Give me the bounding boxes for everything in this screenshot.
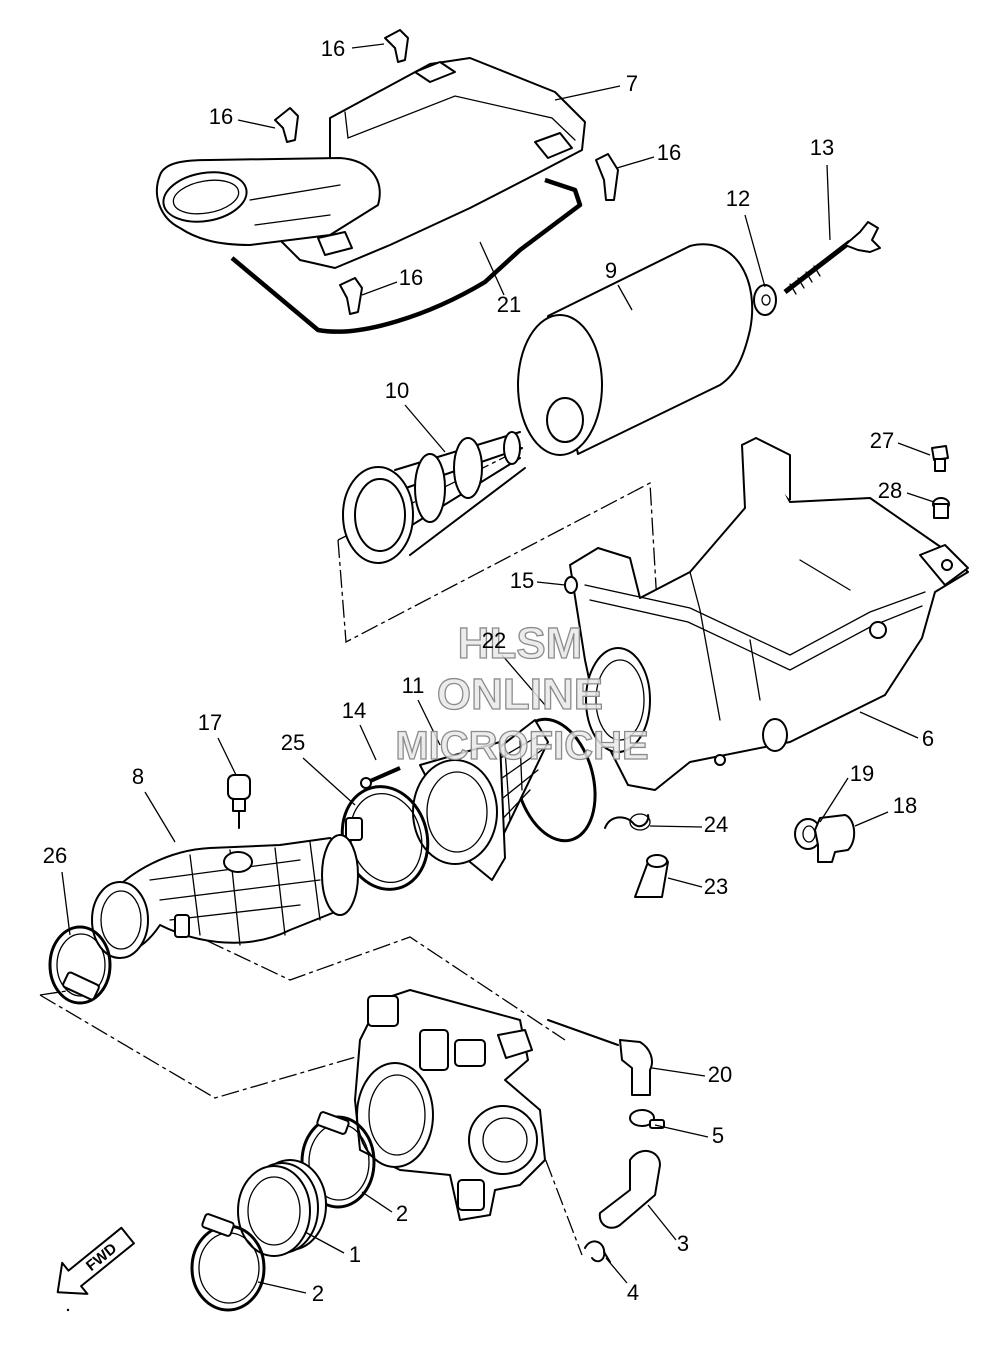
cover-gasket	[230, 177, 583, 334]
clip-1	[384, 29, 409, 63]
air-funnel-joint	[412, 719, 549, 881]
small-grommet	[564, 576, 578, 594]
callout-label: 9	[605, 258, 617, 283]
throttle-body	[354, 989, 546, 1221]
drain-adapter	[634, 854, 669, 898]
callout-label: 4	[627, 1280, 639, 1305]
callout-label: 25	[281, 730, 305, 755]
callout-label: 13	[810, 135, 834, 160]
callout-label: 2	[312, 1281, 324, 1306]
callout-label: 20	[708, 1062, 732, 1087]
callout-label: 16	[657, 140, 681, 165]
callout-label: 27	[870, 428, 894, 453]
leader-lines	[61, 43, 935, 1294]
watermark-line3: MICROFICHE	[395, 724, 648, 768]
air-box-case	[569, 437, 969, 791]
cover-clips	[274, 29, 619, 315]
callout-label: 14	[342, 698, 366, 723]
callout-label: 17	[198, 710, 222, 735]
callout-label: 3	[677, 1231, 689, 1256]
clip-3	[595, 153, 619, 201]
watermark-line1: HLSM	[458, 619, 583, 668]
intake-sensor	[227, 774, 251, 829]
callout-label: 8	[132, 764, 144, 789]
callout-labels: 16 7 16 16 13 12 9 16 21 10 27 28 15 22 …	[43, 36, 934, 1306]
callout-label: 23	[704, 874, 728, 899]
callout-label: 11	[402, 673, 425, 698]
spring-clip	[604, 813, 651, 831]
callout-label: 21	[497, 292, 521, 317]
watermark-line2: ONLINE	[437, 670, 603, 719]
forward-arrow: FWD	[56, 1226, 135, 1295]
callout-label: 5	[712, 1123, 724, 1148]
mount-bolt	[931, 445, 949, 472]
washer	[753, 284, 777, 316]
breather-hose	[598, 1150, 661, 1229]
watermark: HLSM ONLINE MICROFICHE	[395, 618, 650, 768]
clip-2	[274, 107, 299, 143]
callout-label: 16	[321, 36, 345, 61]
filter-cage	[342, 431, 526, 564]
callout-label: 7	[626, 71, 638, 96]
breather-elbow	[619, 1039, 653, 1096]
callout-label: 28	[878, 478, 902, 503]
callout-label: 1	[349, 1242, 361, 1267]
drain-elbow	[814, 814, 856, 863]
boot-clamp	[48, 925, 112, 1005]
intake-boot	[91, 834, 359, 959]
small-clip	[584, 1240, 611, 1263]
dot	[66, 1308, 70, 1312]
air-filter-element	[517, 243, 754, 456]
joint-clamp-upper	[300, 1111, 376, 1209]
callout-label: 2	[396, 1201, 408, 1226]
callout-label: 18	[893, 793, 917, 818]
air-box-cover	[155, 57, 586, 269]
callout-label: 19	[850, 761, 874, 786]
screw	[360, 766, 401, 789]
callout-label: 6	[922, 726, 934, 751]
callout-label: 22	[482, 628, 506, 653]
callout-label: 10	[385, 378, 409, 403]
callout-label: 26	[43, 843, 67, 868]
throttle-joint	[237, 1159, 327, 1257]
clip-4	[339, 277, 363, 315]
callout-label: 15	[510, 568, 534, 593]
callout-label: 16	[209, 104, 233, 129]
callout-label: 16	[399, 265, 423, 290]
wing-bolt	[783, 221, 881, 295]
joint-clamp-lower	[190, 1213, 266, 1312]
mount-collar	[932, 497, 950, 519]
callout-label: 24	[704, 812, 728, 837]
callout-label: 12	[726, 186, 750, 211]
